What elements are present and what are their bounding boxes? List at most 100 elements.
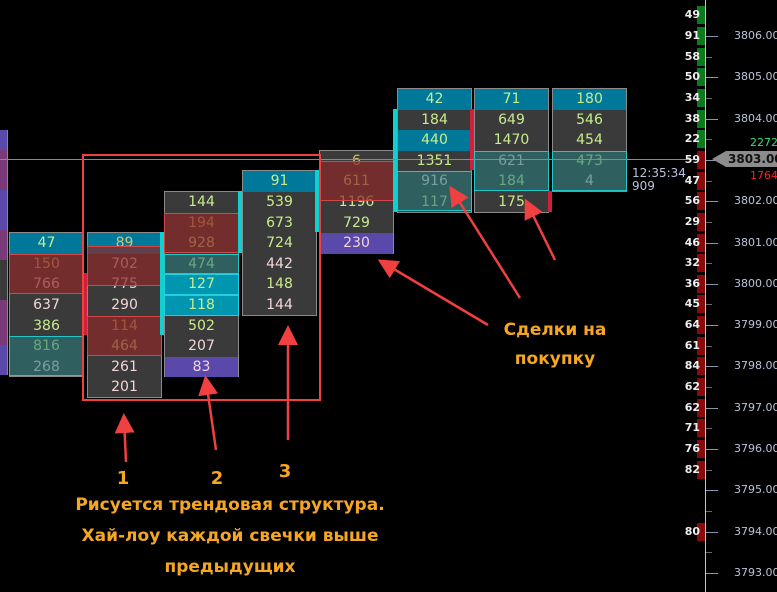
cluster-column[interactable]: 14419492847412711850220783 [164, 191, 239, 378]
price-label: 3799.00 [734, 318, 777, 332]
delta-bar [548, 191, 552, 212]
cluster-cell: 230 [320, 233, 393, 254]
price-label: 3793.00 [734, 565, 777, 579]
trend-structure-box [82, 154, 321, 401]
axis-tick [706, 325, 718, 327]
cluster-cell: 502 [188, 317, 215, 334]
volume-bar [697, 398, 705, 417]
volume-bar [697, 233, 705, 252]
axis-tick [706, 201, 718, 203]
delta-bar [238, 191, 242, 253]
sell-imbalance-zone [319, 161, 394, 202]
cluster-cell: 454 [576, 132, 603, 149]
volume-value: 50 [684, 70, 700, 84]
cluster-column[interactable]: 89702775290114464261201 [87, 232, 162, 398]
volume-value: 71 [684, 421, 700, 435]
cluster-cell: 442 [266, 255, 293, 272]
cluster-column[interactable]: 421844401351916117 [397, 88, 472, 213]
partial-cluster-column [0, 230, 8, 260]
volume-bar [697, 316, 705, 335]
cluster-cell: 144 [188, 194, 215, 210]
cluster-cell: 386 [33, 317, 60, 334]
volume-value: 61 [684, 338, 700, 352]
delta-bar [393, 108, 397, 212]
price-label: 3794.00 [734, 524, 777, 538]
current-price-label: 3803.00 [712, 151, 777, 167]
volume-bar [697, 150, 705, 169]
volume-value: 58 [684, 49, 700, 63]
price-label: 3806.00 [734, 29, 777, 42]
price-label: 3805.00 [734, 70, 777, 84]
volume-bar [697, 460, 705, 479]
arrow-buy-b [449, 185, 522, 299]
volume-bar [697, 440, 705, 458]
volume-value: 64 [684, 318, 700, 332]
trend-line-2: Хай-лоу каждой свечки выше [81, 526, 379, 546]
buy-imbalance-zone [164, 253, 239, 275]
volume-value: 56 [684, 194, 700, 208]
volume-value: 32 [684, 256, 700, 270]
volume-value: 59 [684, 152, 700, 166]
sell-imbalance-zone [9, 253, 84, 294]
cluster-cell: 175 [498, 194, 525, 210]
axis-minor-tick [706, 97, 712, 99]
volume-bar [697, 130, 705, 149]
volume-bar [697, 171, 705, 190]
buy-imbalance-zone [9, 336, 84, 377]
cluster-cell: 144 [266, 296, 293, 313]
volume-value: 82 [684, 462, 700, 476]
candle-timer: 12:35:34 [632, 166, 686, 180]
cluster-cell: 118 [165, 295, 238, 316]
label-2: 2 [210, 468, 224, 489]
axis-minor-tick [706, 510, 712, 512]
cluster-cell: 71 [475, 89, 548, 110]
price-label: 3804.00 [734, 111, 777, 125]
cluster-cell: 1470 [493, 132, 530, 149]
cluster-cell: 673 [266, 214, 293, 231]
partial-cluster-column [0, 130, 8, 150]
cluster-column[interactable]: 47150766637386816268 [9, 232, 84, 378]
volume-bar [697, 274, 705, 293]
axis-minor-tick [706, 304, 712, 306]
cluster-column[interactable]: 66111196729230 [319, 149, 394, 254]
sell-imbalance-zone [87, 245, 162, 286]
axis-minor-tick [706, 552, 712, 554]
cluster-cell: 148 [266, 276, 293, 293]
volume-bar [697, 357, 705, 376]
buy-line-1: Сделки на [503, 320, 607, 340]
price-label: 3798.00 [734, 359, 777, 373]
axis-tick [706, 490, 718, 492]
partial-cluster-column [0, 345, 8, 375]
delta-bar [315, 170, 319, 233]
cluster-cell: 201 [111, 379, 138, 396]
volume-value: 38 [684, 111, 700, 125]
volume-bar [697, 88, 705, 107]
volume-value: 91 [684, 29, 700, 42]
cluster-cell: 47 [10, 233, 83, 254]
buy-imbalance-zone [474, 150, 549, 191]
axis-minor-tick [706, 56, 712, 58]
axis-tick [706, 407, 718, 409]
axis-minor-tick [706, 180, 712, 182]
axis-minor-tick [706, 221, 712, 223]
cluster-cell: 1351 [416, 152, 453, 169]
cluster-column[interactable]: 716491470621184175 [474, 88, 549, 213]
ask-volume: 2272 [750, 136, 777, 149]
arrow-1 [114, 413, 135, 463]
label-1: 1 [116, 468, 130, 489]
cluster-column[interactable]: 1805464544734 [552, 88, 627, 192]
axis-minor-tick [706, 139, 712, 141]
volume-value: 62 [684, 380, 700, 394]
axis-tick [706, 531, 718, 533]
axis-line [705, 0, 706, 592]
current-price: 3803.00 [726, 151, 777, 167]
axis-tick [706, 283, 718, 285]
axis-tick [706, 242, 718, 244]
volume-bar [697, 419, 705, 438]
cluster-cell: 546 [576, 111, 603, 128]
volume-bar [697, 192, 705, 211]
volume-bar [697, 378, 705, 397]
